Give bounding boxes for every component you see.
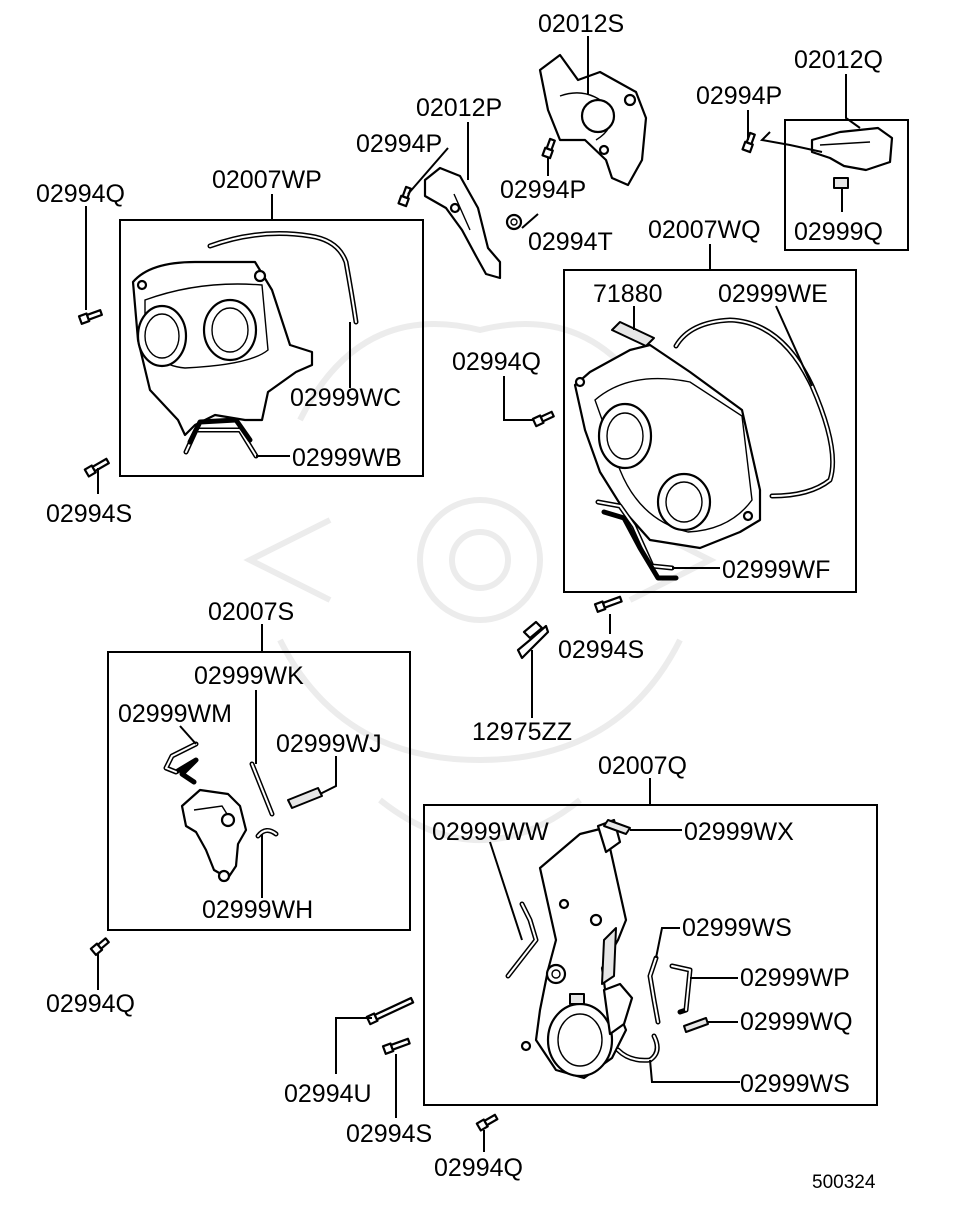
label-02999wj: 02999WJ xyxy=(276,730,382,758)
lower-cover-02007s-part xyxy=(180,788,248,883)
bolt-icons xyxy=(77,131,756,1132)
seal-ws-b-part xyxy=(615,1033,660,1063)
clip-12975zz-part xyxy=(516,620,550,660)
seal-71880-part xyxy=(611,321,655,347)
label-02007wq: 02007WQ xyxy=(648,216,761,244)
label-02999wp: 02999WP xyxy=(740,964,850,992)
label-02999wq: 02999WQ xyxy=(740,1008,853,1036)
label-71880: 71880 xyxy=(593,280,663,308)
label-02999wk: 02999WK xyxy=(194,662,304,690)
label-02994q-a: 02994Q xyxy=(36,180,125,208)
group-box-02007s xyxy=(107,651,411,931)
label-02994u: 02994U xyxy=(284,1080,372,1108)
seal-wq-part xyxy=(683,1017,709,1033)
label-02999wb: 02999WB xyxy=(292,444,402,472)
label-02994q-b: 02994Q xyxy=(452,348,541,376)
label-02999wm: 02999WM xyxy=(118,700,232,728)
label-02994q-d: 02994Q xyxy=(434,1154,523,1182)
leader-lines xyxy=(85,36,861,1152)
label-02999we: 02999WE xyxy=(718,280,828,308)
middle-front-cover-part xyxy=(573,343,762,550)
bracket-02012q-part xyxy=(759,126,894,189)
label-02999wc: 02999WC xyxy=(290,384,401,412)
seal-wj-part xyxy=(287,787,323,809)
watermark-emblem xyxy=(243,321,717,843)
label-02994s-a: 02994S xyxy=(46,500,132,528)
rear-plate-02012s-part xyxy=(538,53,648,187)
seal-wx-part xyxy=(603,819,631,835)
bracket-02012p-part xyxy=(423,166,502,280)
label-02999ws-b: 02999WS xyxy=(740,1070,850,1098)
label-02012p: 02012P xyxy=(416,94,502,122)
label-02994p-a: 02994P xyxy=(696,82,782,110)
label-02994p-b: 02994P xyxy=(356,130,442,158)
inner-cover-02007q-part xyxy=(520,818,634,1080)
label-02999wh: 02999WH xyxy=(202,896,313,924)
label-02007q: 02007Q xyxy=(598,752,687,780)
label-02999ww: 02999WW xyxy=(432,818,549,846)
label-02007wp: 02007WP xyxy=(212,166,322,194)
label-02994q-c: 02994Q xyxy=(46,990,135,1018)
label-12975zz: 12975ZZ xyxy=(472,718,572,746)
label-02999wf: 02999WF xyxy=(722,556,830,584)
label-02994p-c: 02994P xyxy=(500,176,586,204)
label-02994t: 02994T xyxy=(528,228,613,256)
label-02012s: 02012S xyxy=(538,10,624,38)
label-02007s: 02007S xyxy=(208,598,294,626)
group-box-02012q xyxy=(784,119,909,251)
label-02012q: 02012Q xyxy=(794,46,883,74)
label-02999ws-a: 02999WS xyxy=(682,914,792,942)
label-02999q: 02999Q xyxy=(794,218,883,246)
diagram-code: 500324 xyxy=(812,1172,876,1193)
upper-front-cover-part xyxy=(131,260,314,437)
seal-wm-part xyxy=(163,741,199,785)
label-02999wx: 02999WX xyxy=(684,818,794,846)
label-02994s-b: 02994S xyxy=(558,636,644,664)
label-02994s-c: 02994S xyxy=(346,1120,432,1148)
